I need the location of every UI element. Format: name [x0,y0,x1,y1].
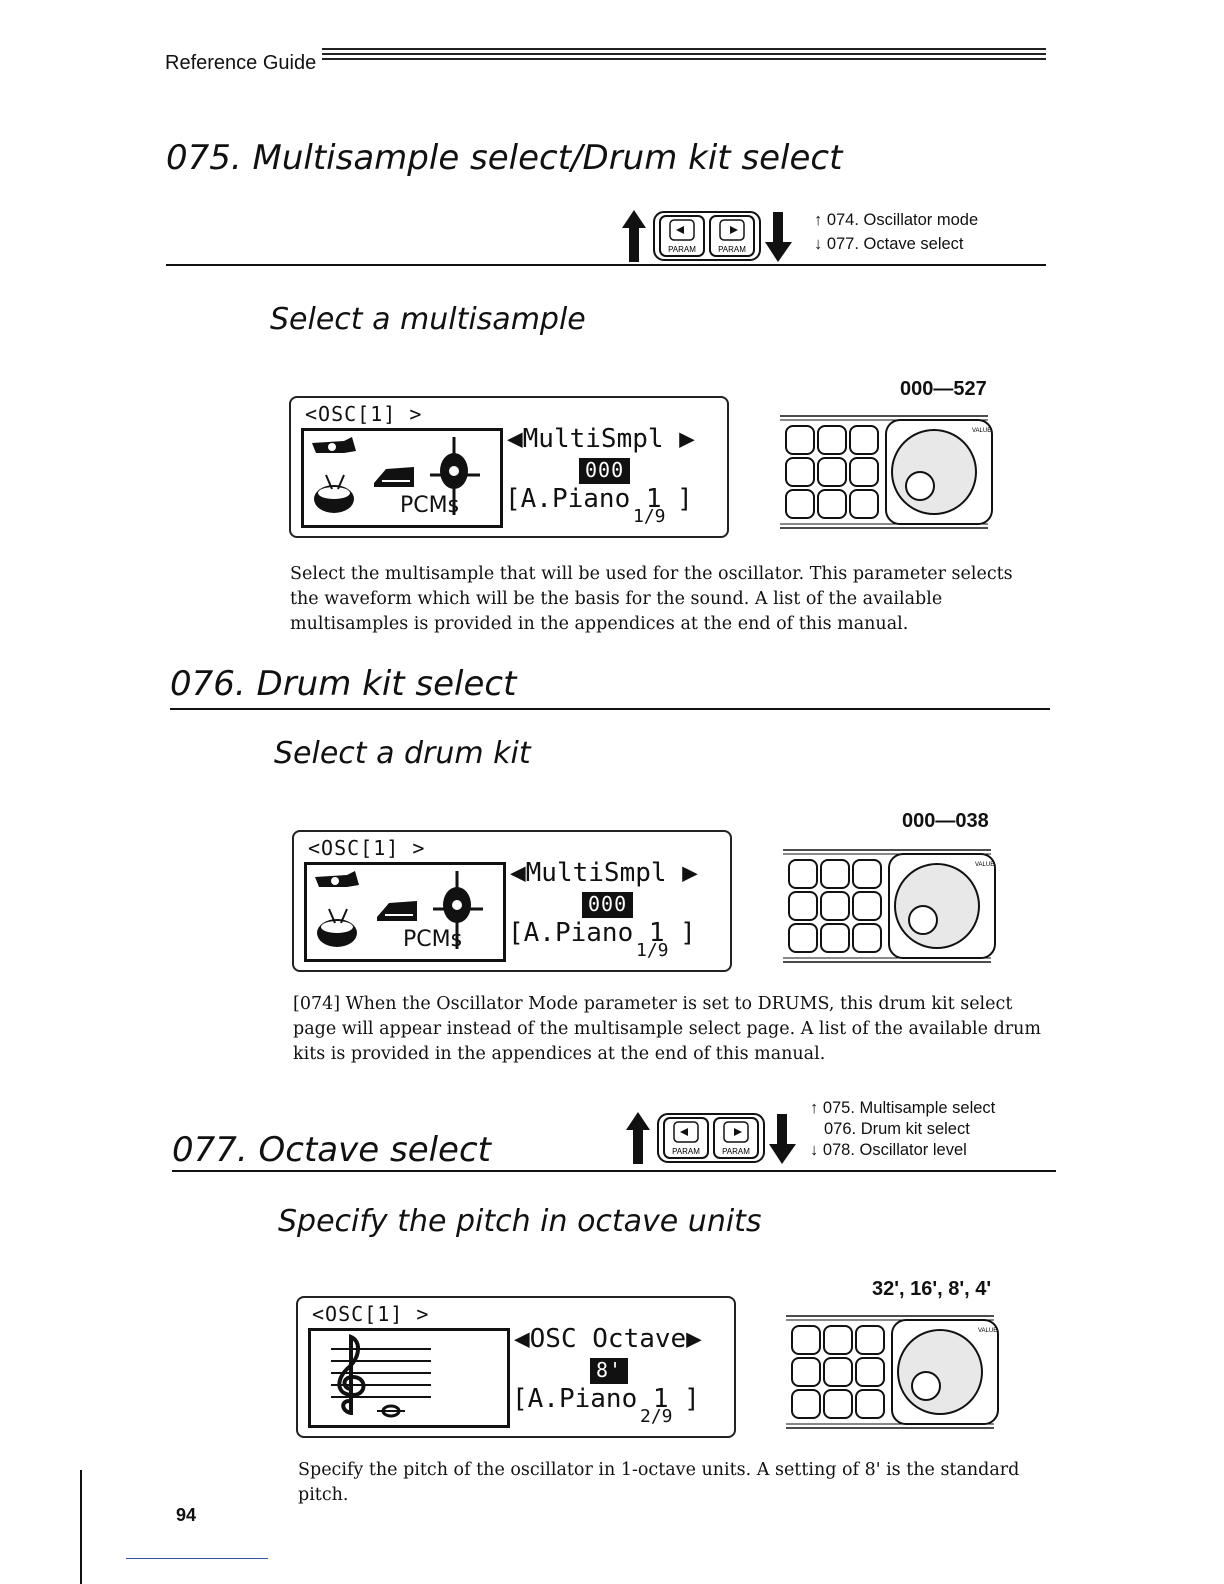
page-number: 94 [176,1505,197,1525]
lcd-page-indicator: 2/9 [640,1406,673,1427]
pcm-instruments-icon [312,437,480,515]
section-076-title: 076. Drum kit select [170,664,517,704]
lcd-page-indicator: 1/9 [636,940,669,961]
subsection-title: Specify the pitch in octave units [278,1204,762,1239]
margin-rule [80,1470,82,1584]
lcd-page-header: <OSC[1] > [312,1302,430,1326]
lcd-param-area: ◀MultiSmpl ▶ 000 [A.Piano 1 ] 1/9 [506,858,724,962]
nav-links-075: ↑ 074. Oscillator mode ↓ 077. Octave sel… [814,208,978,256]
param-nav-075[interactable]: PARAM PARAM [620,206,795,264]
value-range: 32', 16', 8', 4' [872,1278,992,1300]
svg-text:PARAM: PARAM [718,245,746,254]
value-dial-icon: VALUE [786,1315,999,1429]
svg-text:VALUE: VALUE [975,862,994,868]
footer-rule [126,1558,268,1559]
lcd-page-header: <OSC[1] > [305,402,423,426]
param-nav-icon: PARAM PARAM [622,210,792,262]
subsection-title: Select a multisample [270,302,586,337]
nav-next-link[interactable]: ↓ 078. Oscillator level [810,1141,967,1159]
lcd-param-value: 8' [590,1358,629,1384]
lcd-param-name: ◀MultiSmpl ▶ [510,858,698,888]
lcd-param-value: 000 [582,892,634,918]
body-text: [074] When the Oscillator Mode parameter… [293,994,1042,1064]
body-text: Select the multisample that will be used… [290,564,1013,634]
svg-text:PARAM: PARAM [722,1147,750,1156]
lcd-param-area: ◀MultiSmpl ▶ 000 [A.Piano 1 ] 1/9 [503,424,721,528]
value-panel: VALUE [777,846,999,964]
lcd-display: <OSC[1] > PCMs ◀MultiSmpl ▶ 000 [A.Piano… [289,396,729,538]
pcms-label: PCMs [400,493,460,518]
svg-text:PARAM: PARAM [668,245,696,254]
section-075-title: 075. Multisample select/Drum kit select [166,138,843,178]
svg-text:PARAM: PARAM [672,1147,700,1156]
instrument-icons: PCMs [301,428,503,528]
lcd-page-indicator: 1/9 [633,506,666,527]
header-rule [322,48,1046,66]
lcd-display: <OSC[1] > PCMs ◀MultiSmpl ▶ 000 [A.Piano… [292,830,732,972]
nav-links-077: ↑ 075. Multisample select 076. Drum kit … [810,1098,995,1161]
pcms-label: PCMs [403,927,463,952]
lcd-page-header: <OSC[1] > [308,836,426,860]
svg-text:VALUE: VALUE [978,1328,997,1334]
lcd-param-name: ◀OSC Octave▶ [514,1324,702,1354]
value-range: 000—038 [902,810,989,832]
section-rule [170,708,1050,710]
value-dial-icon: VALUE [783,849,996,963]
lcd-program-name: [A.Piano 1 ] [508,918,696,948]
lcd-param-value: 000 [579,458,631,484]
lcd-program-name: [A.Piano 1 ] [512,1384,700,1414]
nav-next-link[interactable]: ↓ 077. Octave select [814,235,964,253]
section-077-title: 077. Octave select [172,1130,491,1170]
running-header: Reference Guide [165,52,317,74]
nav-prev-link[interactable]: ↑ 074. Oscillator mode [814,211,979,229]
lcd-program-name: [A.Piano 1 ] [505,484,693,514]
lcd-param-name: ◀MultiSmpl ▶ [507,424,695,454]
value-panel: VALUE [774,412,996,530]
lcd-display: <OSC[1] > ◀OSC Octave▶ 8' [A.Piano 1 ] 2… [296,1296,736,1438]
staff-icon-box [308,1328,510,1428]
param-nav-077[interactable]: PARAM PARAM [624,1108,799,1166]
nav-related-link[interactable]: 076. Drum kit select [824,1120,970,1138]
lcd-param-area: ◀OSC Octave▶ 8' [A.Piano 1 ] 2/9 [510,1324,728,1428]
body-text: Specify the pitch of the oscillator in 1… [298,1460,1020,1505]
section-rule [172,1170,1056,1172]
value-dial-icon: VALUE [780,415,993,529]
value-range: 000—527 [900,378,987,400]
subsection-title: Select a drum kit [274,736,531,771]
value-panel: VALUE [780,1312,1002,1430]
pcm-instruments-icon [315,871,483,949]
section-rule [166,264,1046,266]
instrument-icons: PCMs [304,862,506,962]
nav-prev-link[interactable]: ↑ 075. Multisample select [810,1099,996,1117]
treble-clef-staff-icon [331,1334,431,1418]
svg-text:VALUE: VALUE [972,428,991,434]
param-nav-icon: PARAM PARAM [626,1112,796,1164]
